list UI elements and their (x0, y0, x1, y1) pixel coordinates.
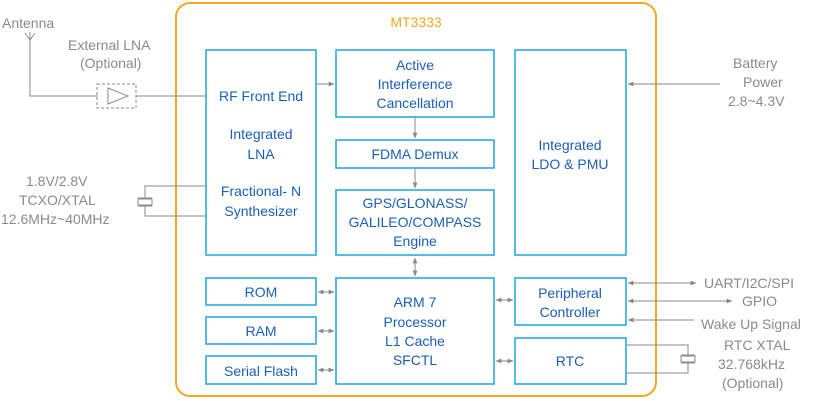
rf-front-end-line1: RF Front End (219, 88, 303, 104)
aic-line2: Interference (378, 76, 453, 92)
rf-front-end-line7: Synthesizer (224, 203, 297, 219)
rtc-xtal-line2: 32.768kHz (718, 356, 785, 372)
tcxo-line2: TCXO/XTAL (19, 192, 96, 208)
gpio-label: GPIO (742, 293, 777, 309)
gps-engine-block (335, 189, 495, 256)
gps-line3: Engine (393, 233, 437, 249)
rf-front-end-line4: LNA (247, 146, 275, 162)
arm-processor-block (335, 277, 495, 385)
aic-line3: Cancellation (376, 95, 453, 111)
peripheral-line1: Peripheral (538, 285, 602, 301)
aic-block (335, 49, 495, 118)
tcxo-line3: 12.6MHz~40MHz (1, 211, 110, 227)
arm-line2: Processor (383, 314, 446, 330)
ldo-line1: Integrated (538, 137, 601, 153)
crystal-icon-rtc (626, 344, 696, 374)
rom-label: ROM (245, 284, 278, 300)
battery-line3: 2.8~4.3V (728, 93, 785, 109)
rtc-xtal-line1: RTC XTAL (724, 337, 791, 353)
battery-line1: Battery (733, 55, 777, 71)
rtc-label: RTC (556, 353, 585, 369)
arm-line3: L1 Cache (385, 333, 445, 349)
external-lna-box (96, 83, 137, 109)
rf-front-end-line6: Fractional- N (221, 183, 301, 199)
rtc-block (514, 337, 627, 385)
lna-label-line2: (Optional) (80, 55, 141, 71)
tcxo-line1: 1.8V/2.8V (26, 173, 88, 189)
ram-block (205, 316, 317, 345)
amplifier-icon (107, 87, 130, 105)
chip-title: MT3333 (390, 14, 442, 30)
gps-line2: GALILEO/COMPASS (349, 214, 482, 230)
ram-label: RAM (245, 323, 276, 339)
ldo-line2: LDO & PMU (531, 156, 608, 172)
antenna-label: Antenna (2, 15, 54, 31)
serial-flash-block (205, 355, 317, 385)
peripheral-line2: Controller (540, 304, 601, 320)
wake-label: Wake Up Signal (701, 316, 801, 332)
arm-line4: SFCTL (393, 352, 438, 368)
lna-label-line1: External LNA (68, 37, 151, 53)
arm-line1: ARM 7 (394, 294, 437, 310)
rtc-xtal-line3: (Optional) (722, 375, 783, 391)
fdma-line1: FDMA Demux (371, 146, 458, 162)
gps-line1: GPS/GLONASS/ (362, 195, 467, 211)
battery-line2: Power (743, 74, 783, 90)
ldo-pmu-block (514, 49, 627, 256)
crystal-icon-tcxo (137, 185, 206, 217)
aic-line1: Active (396, 57, 434, 73)
uart-label: UART/I2C/SPI (704, 275, 794, 291)
antenna-icon (24, 32, 36, 58)
rf-front-end-block (205, 49, 317, 256)
serial-flash-label: Serial Flash (224, 363, 298, 379)
fdma-block (335, 139, 495, 169)
rom-block (205, 277, 317, 306)
peripheral-controller-block (514, 277, 627, 326)
antenna-wire (29, 58, 98, 97)
rf-front-end-line3: Integrated (229, 126, 292, 142)
